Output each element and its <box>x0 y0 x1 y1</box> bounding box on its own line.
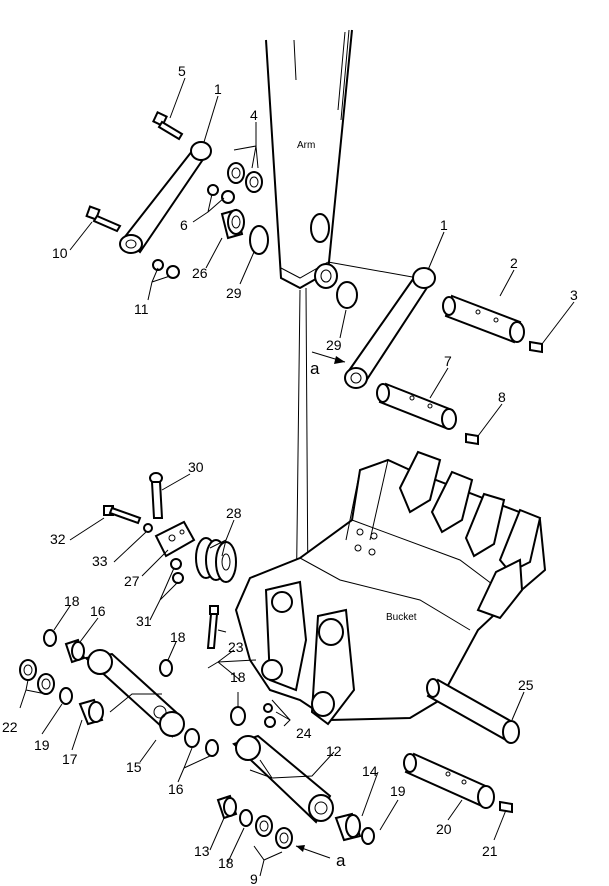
nuts-6 <box>207 184 235 204</box>
callout-2: 2 <box>510 255 518 271</box>
callout-3: 3 <box>570 287 578 303</box>
callout-11: 11 <box>134 301 149 317</box>
seal-18-c <box>230 706 246 726</box>
ref-letter-a-top: a <box>310 359 320 378</box>
nuts-11 <box>152 259 180 279</box>
callout-18-b: 18 <box>170 629 186 645</box>
fitting-8 <box>465 432 479 446</box>
callout-21: 21 <box>482 843 498 859</box>
callout-16-upper: 16 <box>90 603 106 619</box>
plate-27 <box>154 520 196 558</box>
ref-letter-a-bottom: a <box>336 851 346 870</box>
ref-arrow-a-top: a <box>310 351 346 378</box>
callout-19-right: 19 <box>390 783 406 799</box>
callout-17: 17 <box>62 751 78 767</box>
adjuster-28 <box>195 537 237 583</box>
bushing-13 <box>216 794 238 820</box>
leader-lines <box>19 77 575 877</box>
bushing-16-upper <box>64 638 86 664</box>
shims-22 <box>19 659 55 695</box>
seal-19-a <box>59 687 73 705</box>
callout-22: 22 <box>2 719 18 735</box>
callout-15: 15 <box>126 759 142 775</box>
callout-4: 4 <box>250 107 258 123</box>
callout-24: 24 <box>296 725 312 741</box>
arm-label: Arm <box>297 140 315 151</box>
callout-16-lower: 16 <box>168 781 184 797</box>
link-12 <box>232 734 334 824</box>
callout-18-c: 18 <box>230 669 246 685</box>
link-15 <box>83 649 185 738</box>
callout-14: 14 <box>362 763 378 779</box>
callout-32: 32 <box>50 531 66 547</box>
nuts-31 <box>170 558 184 584</box>
nuts-24 <box>263 703 276 728</box>
callout-25: 25 <box>518 677 534 693</box>
pin-2 <box>442 294 525 344</box>
bolt-32 <box>103 505 142 525</box>
link-left-upper <box>119 141 212 254</box>
callout-12: 12 <box>326 743 342 759</box>
bucket-label: Bucket <box>386 612 417 623</box>
seal-18-d <box>239 809 253 827</box>
arm: Arm <box>265 29 353 290</box>
fitting-3 <box>529 340 543 354</box>
callout-18-a: 18 <box>64 593 80 609</box>
callout-8: 8 <box>498 389 506 405</box>
pin-20 <box>403 752 495 809</box>
ref-arrow-a-bottom: a <box>295 845 346 870</box>
shims-9 <box>255 815 293 849</box>
callout-18-d: 18 <box>218 855 234 871</box>
bushing-17 <box>78 698 104 726</box>
callout-13: 13 <box>194 843 210 859</box>
seal-18-a <box>43 629 57 647</box>
callout-9: 9 <box>250 871 258 886</box>
bushing-14 <box>334 812 362 842</box>
callout-1-right: 1 <box>440 217 448 233</box>
callout-26: 26 <box>192 265 208 281</box>
callout-20: 20 <box>436 821 452 837</box>
callout-31: 31 <box>136 613 152 629</box>
o-ring-29-left <box>249 225 269 255</box>
callout-19-left: 19 <box>34 737 50 753</box>
bolt-10 <box>85 205 122 233</box>
fitting-21 <box>499 800 513 814</box>
callout-1-left: 1 <box>214 81 222 97</box>
bolt-30 <box>149 472 164 519</box>
pin-25 <box>426 678 520 744</box>
callout-33: 33 <box>92 553 108 569</box>
washer-33 <box>143 523 153 533</box>
callout-7: 7 <box>444 353 452 369</box>
callout-29-right: 29 <box>326 337 342 353</box>
callout-numbers: 5 1 4 6 10 26 29 11 29 1 2 3 7 8 30 28 3… <box>2 63 578 886</box>
callout-23: 23 <box>228 639 244 655</box>
bushing-26 <box>220 208 245 240</box>
callout-6: 6 <box>180 217 188 233</box>
bucket: Bucket <box>234 450 547 726</box>
callout-27: 27 <box>124 573 140 589</box>
callout-28: 28 <box>226 505 242 521</box>
pin-7 <box>376 382 457 430</box>
bolt-5 <box>152 111 184 141</box>
seal-19-b <box>361 827 375 845</box>
callout-30: 30 <box>188 459 204 475</box>
bolt-23 <box>206 605 219 649</box>
o-ring-29-right <box>336 281 358 309</box>
callout-5: 5 <box>178 63 186 79</box>
bushing-16-lower <box>184 728 219 757</box>
seal-18-b <box>159 659 173 677</box>
shims-4 <box>227 162 263 193</box>
callout-10: 10 <box>52 245 68 261</box>
callout-29-left: 29 <box>226 285 242 301</box>
link-right <box>344 267 436 389</box>
